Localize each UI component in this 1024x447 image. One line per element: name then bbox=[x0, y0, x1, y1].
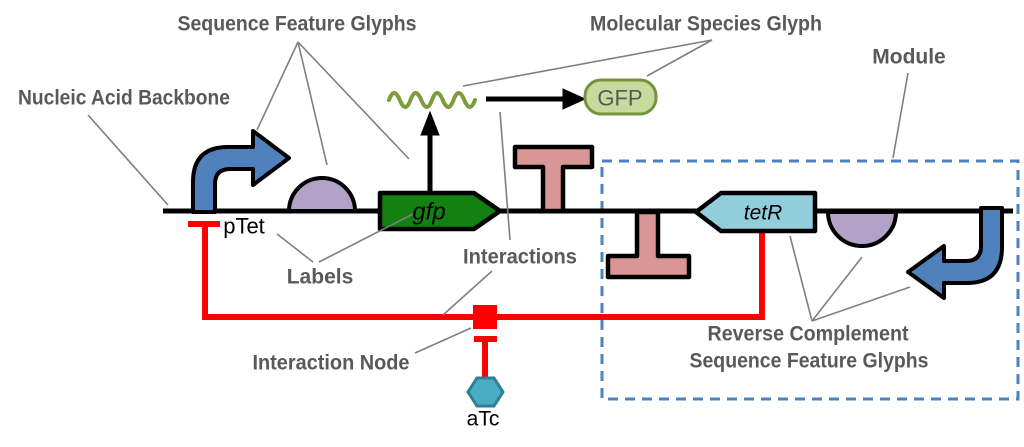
label-gfp-species: GFP bbox=[597, 86, 642, 111]
label-interactions: Interactions bbox=[463, 246, 577, 269]
leader-labels-gfp bbox=[318, 213, 414, 263]
label-reverse-complement-line1: Reverse Complement bbox=[708, 323, 909, 346]
leader-rc-rbs bbox=[811, 256, 863, 322]
leader-sfg-promoter bbox=[256, 41, 299, 131]
leader-rc-cds bbox=[789, 235, 813, 322]
production-arrowhead-right-icon bbox=[562, 88, 587, 110]
leader-labels-ptet bbox=[276, 233, 314, 263]
reverse-cds-glyph-tetr bbox=[693, 190, 818, 234]
glyph-labels: pTet gfp tetR GFP aTc bbox=[223, 86, 782, 431]
leader-sfg-cds bbox=[297, 41, 410, 160]
leader-module bbox=[892, 72, 909, 159]
label-labels: Labels bbox=[287, 266, 354, 289]
molecular-species-glyph-gfp bbox=[583, 78, 658, 116]
label-ptet: pTet bbox=[223, 214, 265, 239]
label-molecular-species-glyph: Molecular Species Glyph bbox=[590, 13, 822, 36]
reverse-rbs-glyph bbox=[826, 210, 898, 248]
leader-interactions-production bbox=[499, 111, 511, 241]
leader-msg-rna bbox=[462, 39, 713, 87]
label-nucleic-acid-backbone: Nucleic Acid Backbone bbox=[18, 87, 230, 110]
production-arrows bbox=[420, 88, 587, 192]
reverse-strand-glyphs bbox=[605, 190, 1004, 300]
label-gfp-cds: gfp bbox=[412, 199, 445, 226]
label-sequence-feature-glyphs: Sequence Feature Glyphs bbox=[178, 13, 417, 36]
leader-backbone bbox=[87, 114, 169, 206]
module-boundary-box bbox=[600, 159, 1020, 401]
label-module: Module bbox=[872, 46, 946, 69]
promoter-glyph-ptet bbox=[191, 129, 291, 214]
leader-msg-gfp bbox=[646, 39, 713, 77]
production-arrowhead-up-icon bbox=[420, 110, 440, 136]
interaction-node-square bbox=[473, 305, 497, 329]
reverse-promoter-glyph bbox=[906, 206, 1004, 300]
rbs-glyph bbox=[287, 176, 357, 213]
leader-sfg-rbs bbox=[297, 41, 328, 166]
label-atc: aTc bbox=[467, 408, 500, 431]
label-tetr-cds: tetR bbox=[744, 202, 783, 225]
label-reverse-complement-line2: Sequence Feature Glyphs bbox=[690, 350, 929, 373]
terminator-glyph bbox=[512, 144, 595, 214]
label-interaction-node: Interaction Node bbox=[253, 352, 410, 375]
leader-rc-promoter bbox=[811, 286, 911, 322]
small-molecule-hexagon-atc bbox=[466, 376, 505, 408]
rna-wave-glyph bbox=[387, 91, 477, 109]
leader-interaction-node bbox=[414, 327, 472, 354]
cds-glyph-gfp bbox=[377, 190, 503, 232]
leader-interactions-repression bbox=[442, 270, 493, 316]
leader-lines bbox=[87, 39, 911, 354]
forward-strand-glyphs bbox=[191, 129, 595, 232]
reverse-terminator-glyph bbox=[605, 209, 692, 280]
annotation-texts: Sequence Feature Glyphs Molecular Specie… bbox=[18, 13, 946, 375]
